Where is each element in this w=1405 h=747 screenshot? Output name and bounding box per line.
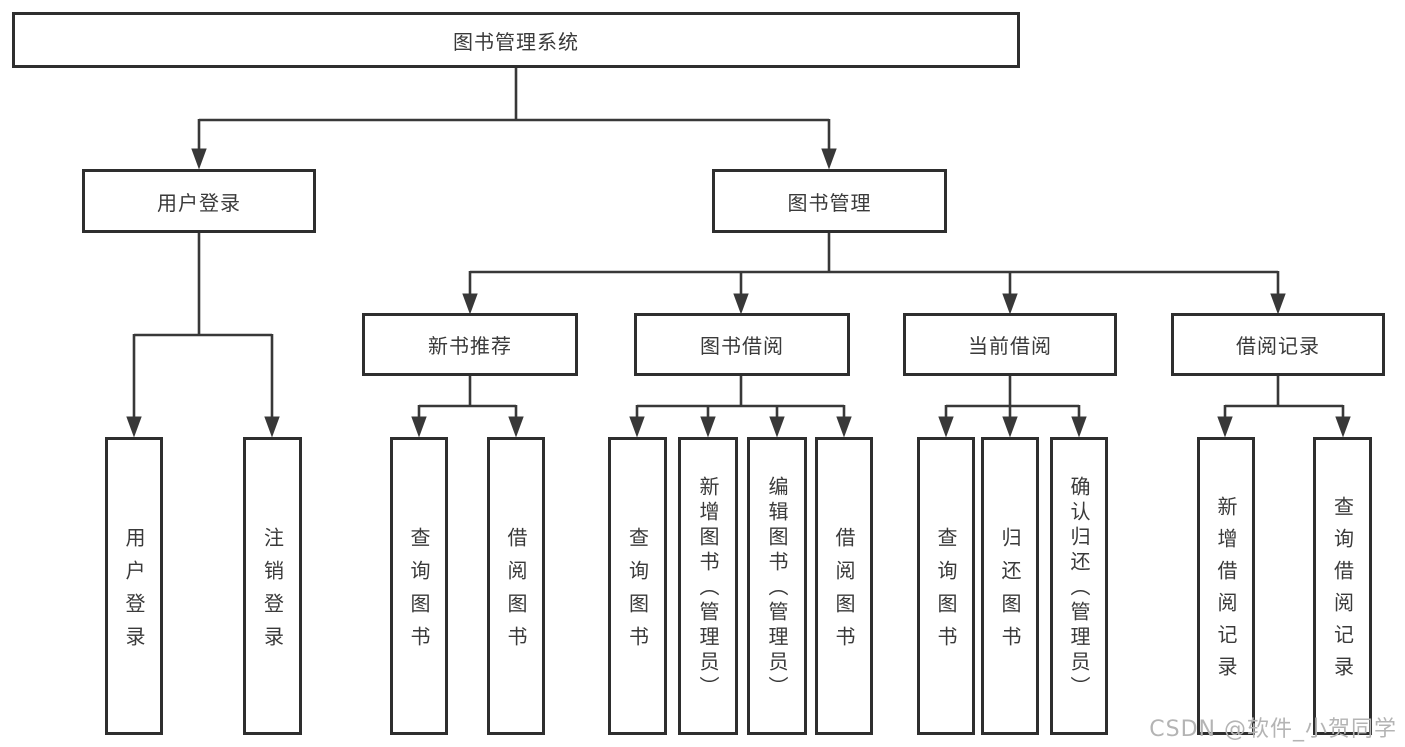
node-new-book-recommend: 新书推荐 (362, 313, 578, 376)
node-label: 借阅记录 (1236, 334, 1320, 358)
node-label: 新增借阅记录 (1214, 496, 1238, 688)
node-label: 当前借阅 (968, 334, 1052, 358)
node-label: 查询图书 (934, 526, 958, 659)
leaf-query-books: 查询图书 (390, 437, 448, 735)
leaf-return-books: 归还图书 (981, 437, 1039, 735)
node-label: 用户登录 (157, 190, 241, 215)
node-label: 新增图书（管理员） (696, 476, 720, 701)
node-label: 借阅图书 (504, 526, 528, 659)
leaf-edit-books-admin: 编辑图书（管理员） (747, 437, 807, 735)
node-label: 新书推荐 (428, 334, 512, 358)
node-system-root: 图书管理系统 (12, 12, 1020, 68)
node-borrow-records: 借阅记录 (1171, 313, 1385, 376)
edge-borrow-records-to-leaves (1217, 376, 1351, 438)
edge-book-mgmt-to-level3 (462, 233, 1286, 315)
node-label: 注销登录 (260, 526, 285, 659)
node-book-management: 图书管理 (712, 169, 947, 233)
node-label: 查询图书 (407, 526, 431, 659)
csdn-watermark: CSDN @软件_小贺同学 (1149, 717, 1397, 742)
node-label: 借阅图书 (832, 526, 856, 659)
leaf-confirm-return-admin: 确认归还（管理员） (1050, 437, 1108, 735)
node-label: 归还图书 (998, 526, 1022, 659)
node-label: 图书管理 (787, 190, 872, 215)
node-label: 图书借阅 (700, 334, 784, 358)
leaf-logout: 注销登录 (243, 437, 302, 735)
edge-current-borrow-to-leaves (938, 376, 1087, 438)
leaf-borrow-books: 借阅图书 (487, 437, 545, 735)
leaf-add-borrow-record: 新增借阅记录 (1197, 437, 1255, 735)
leaf-borrow-books: 借阅图书 (815, 437, 873, 735)
edge-new-book-rec-to-leaves (411, 376, 524, 438)
node-label: 图书管理系统 (453, 29, 579, 54)
leaf-query-books: 查询图书 (917, 437, 975, 735)
leaf-query-borrow-record: 查询借阅记录 (1313, 437, 1372, 735)
leaf-user-login: 用户登录 (105, 437, 163, 735)
edge-user-login-to-leaves (126, 233, 280, 438)
node-current-borrow: 当前借阅 (903, 313, 1117, 376)
node-label: 查询借阅记录 (1330, 496, 1355, 688)
node-label: 编辑图书（管理员） (765, 476, 789, 701)
node-label: 查询图书 (625, 526, 650, 659)
edge-book-borrow-to-leaves (629, 376, 852, 438)
node-user-login-branch: 用户登录 (82, 169, 316, 233)
leaf-query-books: 查询图书 (608, 437, 667, 735)
node-label: 确认归还（管理员） (1067, 476, 1091, 701)
node-book-borrow: 图书借阅 (634, 313, 850, 376)
node-label: 用户登录 (122, 526, 146, 659)
edge-root-to-level2 (191, 68, 837, 170)
leaf-add-books-admin: 新增图书（管理员） (678, 437, 738, 735)
